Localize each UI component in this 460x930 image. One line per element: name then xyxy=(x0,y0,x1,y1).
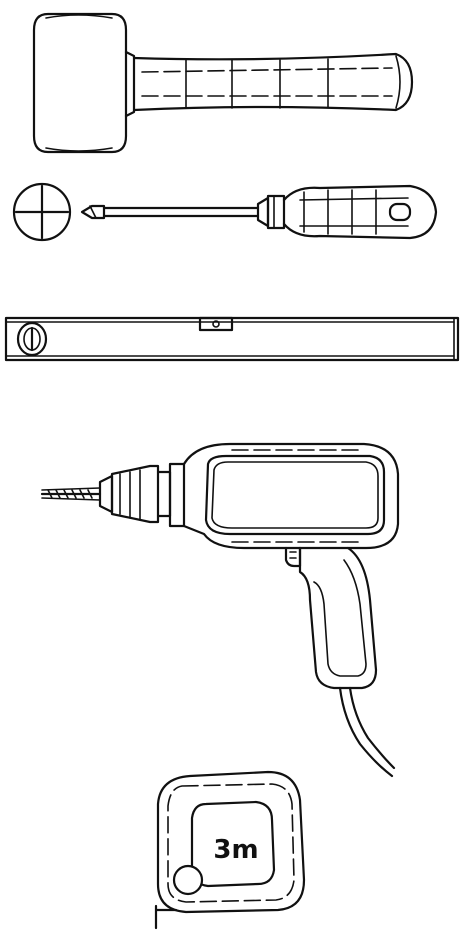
screwdriver-icon xyxy=(12,182,438,242)
drill-icon xyxy=(40,442,400,778)
hammer-icon xyxy=(32,12,414,154)
tape-measure-label: 3m xyxy=(213,835,258,865)
tape-measure-icon: 3m xyxy=(154,770,306,930)
spirit-level-icon xyxy=(4,316,460,362)
phillips-tip-icon xyxy=(12,182,72,242)
